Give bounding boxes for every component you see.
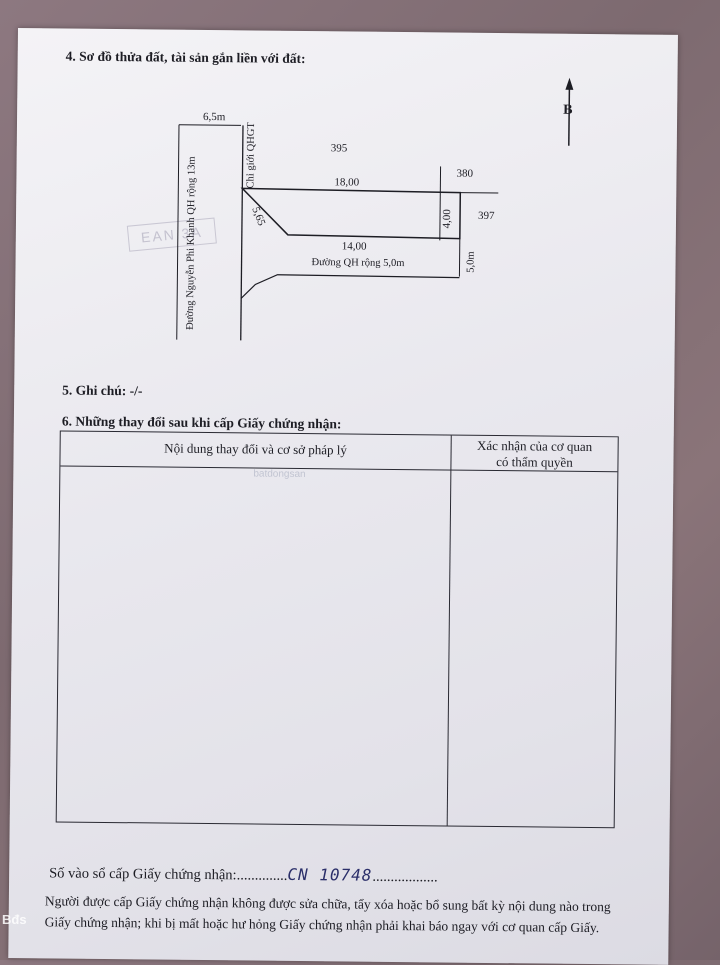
small-road-width-label: 5,0m xyxy=(465,251,476,272)
north-label: B xyxy=(563,103,573,118)
dim-right-label: 4,00 xyxy=(441,209,453,229)
register-label: Số vào sổ cấp Giấy chứng nhận: xyxy=(49,865,237,883)
boundary-line xyxy=(241,125,243,340)
boundary-label: Chỉ giới QHGT xyxy=(245,122,257,189)
small-road-label: Đường QH rộng 5,0m xyxy=(312,257,405,269)
north-arrow: B xyxy=(563,78,574,146)
small-road-edge xyxy=(241,274,459,300)
table-column-divider xyxy=(447,436,452,826)
parcel-380-label: 380 xyxy=(456,168,473,180)
watermark: batdongsan xyxy=(253,468,305,480)
register-number-line: Số vào sổ cấp Giấy chứng nhận:..........… xyxy=(49,862,438,886)
approval-header-line2: có thẩm quyền xyxy=(451,454,617,472)
road-main-label: Đường Nguyễn Phi Khanh QH rộng 13m xyxy=(185,156,198,330)
section-6-title: 6. Những thay đổi sau khi cấp Giấy chứng… xyxy=(62,413,342,432)
register-number: CN 10748 xyxy=(287,865,372,885)
approval-header-line1: Xác nhận của cơ quan xyxy=(452,438,618,456)
site-logo: Bđs xyxy=(2,912,27,927)
parcel-395-label: 395 xyxy=(331,142,348,154)
section-5-title: 5. Ghi chú: -/- xyxy=(62,382,142,399)
road-width-label: 6,5m xyxy=(203,111,226,123)
register-dots: .............. xyxy=(237,867,288,884)
dim-top-label: 18,00 xyxy=(334,176,359,188)
changes-table: Nội dung thay đổi và cơ sở pháp lý Xác n… xyxy=(56,430,619,828)
parcel-outline xyxy=(242,188,460,238)
dim-corner-label: 5,65 xyxy=(249,205,267,228)
land-parcel-diagram: B 6,5m Đường Nguyễn Phi Khanh QH rộng 13… xyxy=(14,28,678,395)
parcel-397-label: 397 xyxy=(478,210,495,222)
certificate-page: 4. Sơ đồ thửa đất, tài sản gắn liền với … xyxy=(8,28,678,965)
table-header-approval: Xác nhận của cơ quan có thẩm quyền xyxy=(451,438,617,472)
dim-bottom-label: 14,00 xyxy=(342,240,367,252)
register-dots-after: .................. xyxy=(372,869,437,886)
certificate-note: Người được cấp Giấy chứng nhận không đượ… xyxy=(45,890,645,938)
table-header-content: Nội dung thay đổi và cơ sở pháp lý xyxy=(61,439,451,459)
